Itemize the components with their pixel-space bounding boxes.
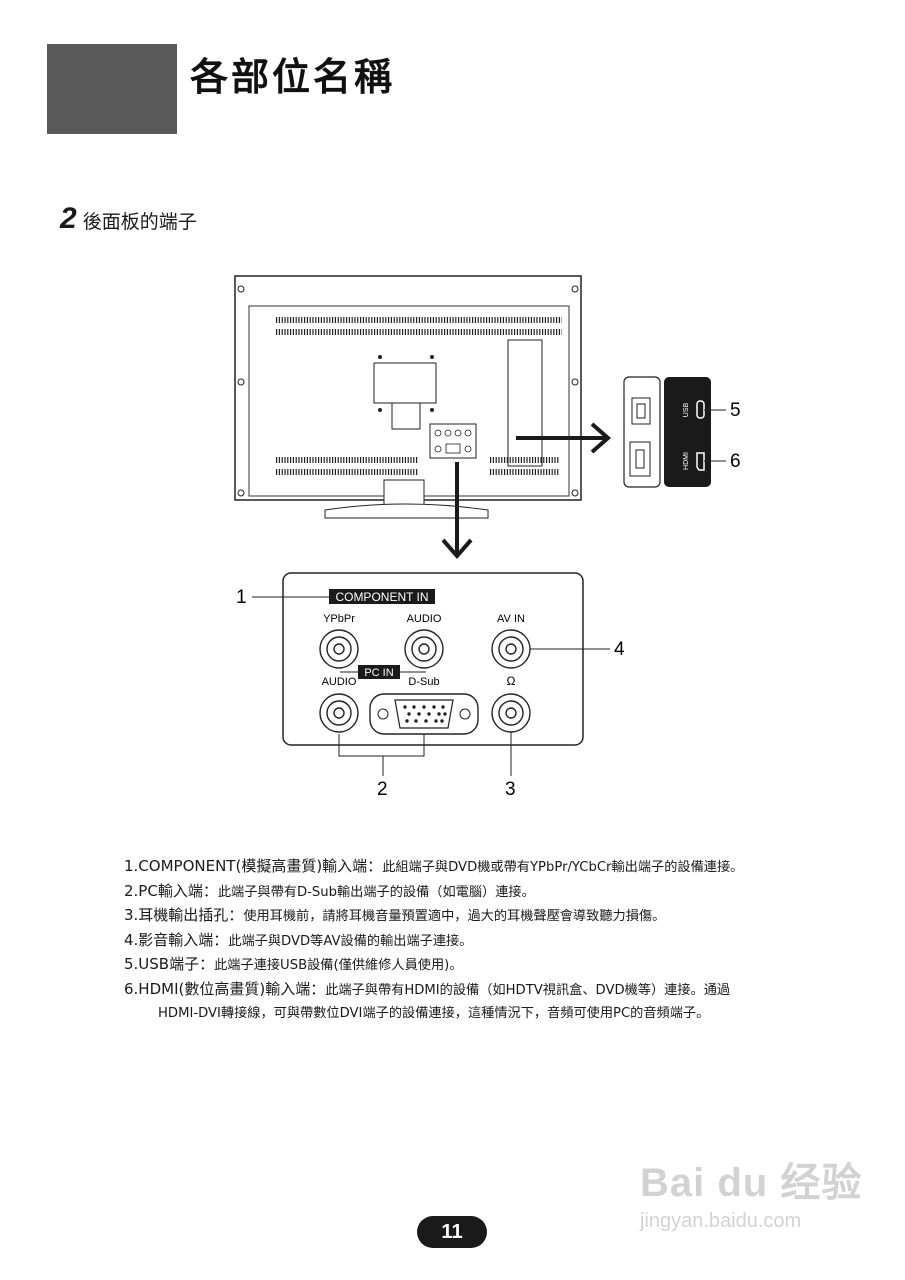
rca-jacks-top (319, 629, 531, 669)
arrow-down (441, 462, 473, 560)
dsub-label: D-Sub (408, 676, 439, 688)
arrow-right (516, 422, 612, 454)
callout-4: 4 (614, 639, 625, 660)
dsub-connector (369, 693, 479, 735)
callout-1: 1 (236, 587, 247, 608)
audio-bottom-label: AUDIO (322, 676, 357, 688)
description-item-6-continuation: HDMI-DVI轉接線，可與帶數位DVI端子的設備連接，這種情況下，音頻可使用P… (158, 1006, 710, 1021)
usb-side-label: USB (683, 402, 690, 417)
headphone-icon: Ω (507, 674, 516, 688)
vesa-mount (373, 362, 437, 404)
watermark-logo: Bai du 经验 (640, 1161, 863, 1205)
baidu-watermark: Bai du 经验 jingyan.baidu.com (640, 1150, 862, 1233)
watermark-url: jingyan.baidu.com (640, 1210, 802, 1232)
page-title: 各部位名稱 (190, 55, 396, 99)
section-number: 2 (60, 202, 77, 235)
audio-top-label: AUDIO (407, 613, 442, 625)
callout-2: 2 (377, 779, 388, 800)
av-in-label: AV IN (497, 613, 525, 625)
description-item-1: 1.COMPONENT(模擬高畫質)輸入端：此組端子與DVD機或帶有YPbPr/… (124, 857, 744, 875)
description-list: 1.COMPONENT(模擬高畫質)輸入端：此組端子與DVD機或帶有YPbPr/… (124, 855, 844, 1026)
description-item-3: 3.耳機輸出插孔：使用耳機前，請將耳機音量預置適中，過大的耳機聲壓會導致聽力損傷… (124, 906, 666, 924)
side-panel-black (664, 377, 711, 487)
callout-3: 3 (505, 779, 516, 800)
description-item-5: 5.USB端子：此端子連接USB設備(僅供維修人員使用)。 (124, 955, 463, 973)
rca-jacks-bottom (319, 693, 531, 733)
hdmi-side-label: HDMI (683, 452, 690, 470)
callout-6: 6 (730, 451, 741, 472)
description-item-4: 4.影音輸入端：此端子與DVD等AV設備的輸出端子連接。 (124, 930, 473, 949)
ypbpr-label: YPbPr (323, 613, 355, 625)
tv-stand (383, 479, 425, 507)
description-item-6: 6.HDMI(數位高畫質)輸入端：此端子與帶有HDMI的設備（如HDTV視訊盒、… (124, 979, 731, 998)
page-number: 11 (417, 1216, 487, 1248)
tv-screws (237, 285, 579, 497)
section-title: 後面板的端子 (82, 211, 197, 233)
vent-slots (276, 317, 562, 475)
section-heading: 2 後面板的端子 (60, 202, 197, 236)
header-block (47, 44, 177, 134)
component-in-label: COMPONENT IN (335, 590, 428, 604)
callout-5: 5 (730, 400, 741, 421)
description-item-2: 2.PC輸入端：此端子與帶有D-Sub輸出端子的設備（如電腦）連接。 (124, 881, 535, 900)
pc-in-label: PC IN (364, 667, 393, 679)
rear-panel-diagram: USB HDMI 5 6 COMPONENT IN YPbPr AUDIO AV… (234, 275, 741, 800)
